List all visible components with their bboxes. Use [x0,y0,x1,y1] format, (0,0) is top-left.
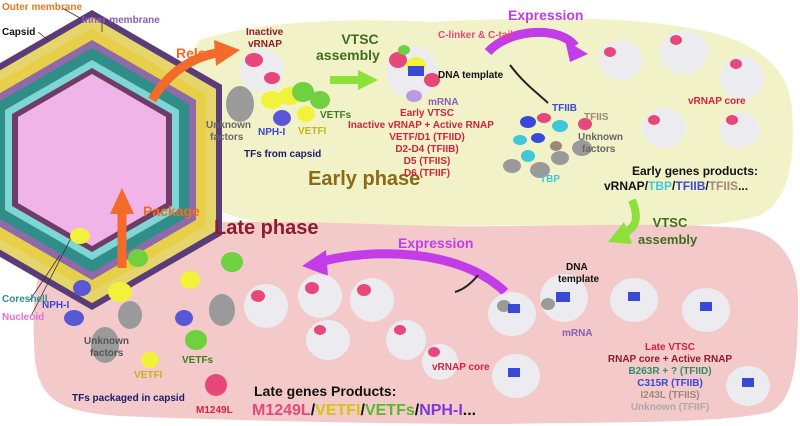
early-product-vrnap: vRNAP [604,179,645,193]
late-phase-title: Late phase [214,217,319,239]
label-nucleoid: Nucleoid [2,312,45,323]
tfs-cluster-early [261,82,330,126]
early-vtsc-line-5: D6 (TFIIF) [403,168,451,179]
label-unknown-early-b-1: Unknown [578,132,623,143]
label-mrna-early: mRNA [428,97,459,108]
vrnap-cores-early [598,30,764,148]
label-vetfi-early: VETFI [298,126,327,137]
label-mrna-late: mRNA [562,328,593,339]
early-product-ellipsis: ... [738,179,749,193]
label-tfs-from-capsid: TFs from capsid [244,149,322,160]
label-vrnap-core-late: vRNAP core [432,362,490,373]
early-vtsc-line-2: VETF/D1 (TFIID) [389,132,465,143]
late-vtsc-title: Late VTSC [644,342,695,353]
late-products-line: M1249L/VETFI/VETFs/NPH-I... [252,402,476,420]
early-vtsc-line-1: Inactive vRNAP + Active RNAP [348,120,494,131]
early-product-tfiis: TFIIS [708,179,739,193]
label-unknown-late-1: Unknown [84,336,129,347]
label-tfiib: TFIIB [552,103,577,114]
early-products-title: Early genes products: [632,164,759,178]
vrnap-cores-late [244,274,458,380]
label-unknown-early-1: Unknown [206,120,251,131]
early-product-tfiib: TFIIB [675,179,706,193]
expression-arrow-bottom [318,249,509,296]
early-phase-title: Early phase [308,168,421,190]
early-phase-region [181,18,793,228]
label-inactive-vrnap-2: vRNAP [248,39,282,50]
late-vtsc-line-3: C315R (TFIIB) [637,378,703,389]
late-products-title: Late genes Products: [254,383,397,399]
label-nph-i-late: NPH-I [42,300,70,311]
label-expression-top: Expression [508,7,584,23]
label-expression-bottom: Expression [398,235,474,251]
label-vtsc-right-2: assembly [638,232,698,247]
label-dna-template-early: DNA template [438,70,504,81]
late-vtsc-complexes [488,274,770,406]
label-vetfs-late: VETFs [182,355,214,366]
label-c-linker: C-linker & C-tail [438,30,514,41]
late-tfs-cluster [64,228,243,396]
label-nph-i-early: NPH-I [258,127,286,138]
label-tbp: TBP [540,174,560,185]
late-product-nph-i: NPH-I [419,402,463,419]
label-vrnap-core-early: vRNAP core [688,96,746,107]
late-vtsc-line-4: I243L (TFIIS) [640,390,700,401]
early-product-tbp: TBP [648,179,673,193]
label-unknown-early-2: factors [210,132,244,143]
late-vtsc-line-2: B263R + ? (TFIID) [628,366,712,377]
late-product-ellipsis: ... [462,402,477,419]
virion [0,10,222,310]
label-capsid: Capsid [2,27,36,38]
label-unknown-early-b-2: factors [582,144,616,155]
expression-arrow-top [484,27,579,56]
early-vtsc-line-4: D5 (TFIIS) [403,156,451,167]
label-outer-membrane: Outer membrane [2,2,83,13]
early-products-factors [503,113,592,178]
label-inner-membrane: Inner membrane [82,15,160,26]
early-products-line: vRNAP/TBP/TFIIB/TFIIS... [604,179,749,193]
label-m1249l: M1249L [196,405,233,416]
late-vtsc-line-5: Unknown (TFIIF) [630,402,710,413]
label-tfiis: TFIIS [584,112,609,123]
early-vtsc-complex [386,45,440,102]
late-product-vetfs: VETFs [364,402,415,419]
late-product-sep-1: / [310,402,316,419]
label-vetfi-late: VETFI [134,370,163,381]
unknown-factor-blob [226,86,254,122]
label-inactive-vrnap-1: Inactive [246,27,284,38]
label-dna-late-1: DNA [566,262,588,273]
label-dna-late-2: template [558,274,600,285]
early-product-sep-1: / [644,179,649,193]
release-arrow [148,47,223,103]
label-release: Release [176,45,229,61]
label-vetfs-early: VETFs [320,110,352,121]
label-vtsc-top-2: assembly [316,47,380,63]
late-product-vetfi: VETFI [315,402,361,419]
late-product-sep-3: / [414,402,420,419]
late-product-m1249l: M1249L [252,402,311,419]
label-package: Package [143,203,200,219]
late-vtsc-line-1: RNAP core + Active RNAP [607,354,733,365]
early-product-sep-2: / [672,179,676,193]
early-vtsc-title: Early VTSC [400,108,454,119]
inactive-vrnap-blob [240,48,284,92]
label-vtsc-right: VTSC [652,215,688,230]
late-product-sep-2: / [360,402,365,419]
early-vtsc-line-3: D2-D4 (TFIIB) [395,144,459,155]
label-vtsc-top: VTSC [341,31,379,47]
label-tfs-packaged: TFs packaged in capsid [72,393,185,404]
label-coreshell: Coreshell [2,294,48,305]
label-unknown-late-2: factors [90,348,124,359]
early-product-sep-3: / [705,179,709,193]
